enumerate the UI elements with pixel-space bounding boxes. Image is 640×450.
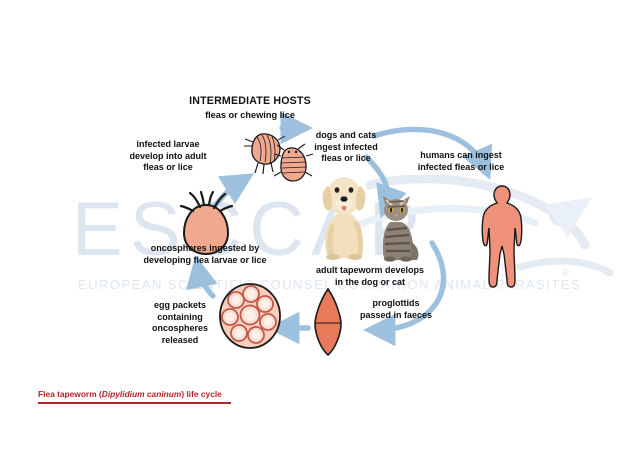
label-oncospheres-ingested: oncospheres ingested by developing flea …	[143, 243, 267, 265]
caption-prefix: Flea tapeworm (	[38, 389, 102, 399]
caption-suffix: ) life cycle	[181, 389, 222, 399]
proglottid-icon	[314, 288, 342, 356]
heading-fleas-or-chewing-lice: fleas or chewing lice	[205, 110, 295, 120]
adult-flea-icon	[244, 133, 286, 174]
caption-species-name: Dipylidium caninum	[101, 389, 182, 399]
caption-text: Flea tapeworm (Dipylidium caninum) life …	[38, 389, 231, 399]
caption-underline	[38, 402, 231, 404]
arrow-eggs-to-oncospheres	[185, 255, 218, 299]
cat-photo	[382, 196, 419, 262]
label-humans-can-ingest: humans can ingest infected fleas or lice	[417, 150, 505, 172]
human-silhouette-icon	[481, 185, 523, 288]
label-proglottids-passed: proglottids passed in faeces	[359, 298, 433, 320]
dog-photo	[322, 177, 366, 260]
egg-packet-icon	[219, 283, 281, 349]
label-infected-larvae: infected larvae develop into adult fleas…	[129, 139, 207, 173]
watermark-registered-mark: ®	[562, 268, 570, 279]
figure-caption: Flea tapeworm (Dipylidium caninum) life …	[38, 389, 231, 404]
label-adult-tapeworm-develops: adult tapeworm develops in the dog or ca…	[315, 265, 425, 287]
chewing-louse-icon	[273, 143, 314, 182]
label-egg-packets: egg packets containing oncospheres relea…	[151, 300, 209, 345]
label-dogs-and-cats-ingest: dogs and cats ingest infected fleas or l…	[314, 130, 378, 164]
heading-intermediate-hosts: INTERMEDIATE HOSTS	[189, 95, 311, 107]
